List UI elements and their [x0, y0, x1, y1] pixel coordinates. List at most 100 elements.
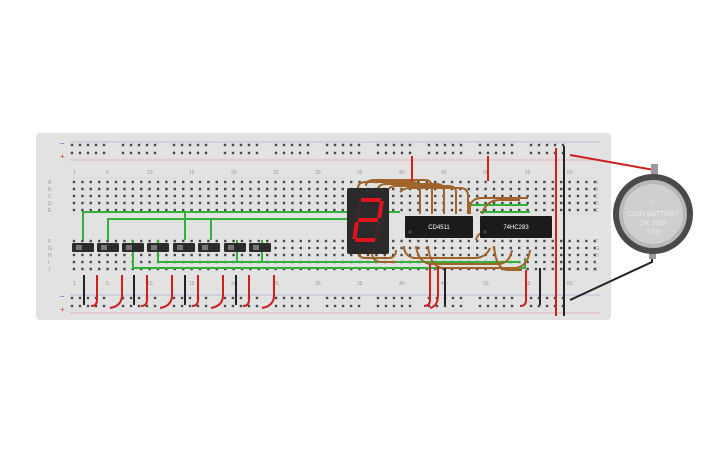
breadboard-hole[interactable]: [81, 180, 84, 184]
breadboard-hole[interactable]: [568, 194, 571, 198]
breadboard-hole[interactable]: [131, 208, 134, 212]
breadboard-hole[interactable]: [249, 194, 252, 198]
breadboard-hole[interactable]: [400, 194, 403, 198]
breadboard-hole[interactable]: [282, 201, 286, 205]
breadboard-hole[interactable]: [576, 260, 580, 264]
breadboard-hole[interactable]: [224, 187, 227, 191]
breadboard-hole[interactable]: [81, 187, 84, 191]
breadboard-hole[interactable]: [333, 304, 337, 308]
breadboard-hole[interactable]: [114, 194, 118, 198]
breadboard-hole[interactable]: [148, 253, 151, 257]
breadboard-hole[interactable]: [341, 208, 344, 212]
breadboard-hole[interactable]: [376, 304, 380, 308]
breadboard-hole[interactable]: [408, 239, 412, 243]
breadboard-hole[interactable]: [182, 208, 185, 212]
breadboard-hole[interactable]: [180, 151, 184, 155]
breadboard-hole[interactable]: [585, 239, 588, 243]
breadboard-hole[interactable]: [102, 304, 106, 308]
breadboard-hole[interactable]: [198, 253, 202, 257]
breadboard-hole[interactable]: [333, 208, 336, 212]
breadboard-hole[interactable]: [81, 267, 84, 271]
breadboard-hole[interactable]: [106, 267, 109, 271]
breadboard-hole[interactable]: [232, 180, 235, 184]
breadboard-hole[interactable]: [333, 201, 336, 205]
breadboard-hole[interactable]: [366, 253, 370, 257]
breadboard-hole[interactable]: [509, 194, 512, 198]
breadboard-hole[interactable]: [247, 304, 251, 308]
breadboard-hole[interactable]: [492, 180, 496, 184]
breadboard-hole[interactable]: [384, 151, 388, 155]
breadboard-hole[interactable]: [476, 208, 479, 212]
breadboard-hole[interactable]: [509, 201, 512, 205]
breadboard-hole[interactable]: [148, 260, 151, 264]
breadboard-hole[interactable]: [223, 296, 227, 300]
chip-74hc283[interactable]: 74HC283: [480, 216, 552, 238]
breadboard-hole[interactable]: [240, 253, 244, 257]
breadboard-hole[interactable]: [459, 304, 463, 308]
breadboard-hole[interactable]: [510, 143, 514, 147]
breadboard-hole[interactable]: [172, 143, 176, 147]
breadboard-hole[interactable]: [325, 151, 329, 155]
breadboard-hole[interactable]: [70, 304, 74, 308]
red-wire[interactable]: [210, 275, 224, 309]
breadboard-hole[interactable]: [282, 208, 286, 212]
breadboard-hole[interactable]: [568, 253, 571, 257]
breadboard-hole[interactable]: [240, 187, 244, 191]
breadboard-hole[interactable]: [291, 201, 294, 205]
breadboard-hole[interactable]: [425, 246, 428, 250]
breadboard-hole[interactable]: [534, 180, 538, 184]
red-wire[interactable]: [191, 275, 199, 307]
breadboard-hole[interactable]: [308, 239, 311, 243]
breadboard-hole[interactable]: [341, 296, 345, 300]
breadboard-hole[interactable]: [333, 151, 337, 155]
breadboard-hole[interactable]: [153, 304, 157, 308]
breadboard-hole[interactable]: [129, 143, 133, 147]
breadboard-hole[interactable]: [543, 208, 546, 212]
breadboard-hole[interactable]: [316, 180, 319, 184]
breadboard-hole[interactable]: [182, 239, 185, 243]
breadboard-hole[interactable]: [324, 187, 328, 191]
breadboard-hole[interactable]: [308, 208, 311, 212]
breadboard-hole[interactable]: [501, 253, 504, 257]
breadboard-hole[interactable]: [89, 194, 92, 198]
breadboard-hole[interactable]: [501, 187, 504, 191]
breadboard-hole[interactable]: [291, 180, 294, 184]
breadboard-hole[interactable]: [593, 208, 596, 212]
breadboard-hole[interactable]: [560, 246, 563, 250]
breadboard-hole[interactable]: [274, 239, 277, 243]
breadboard-hole[interactable]: [291, 253, 294, 257]
breadboard-hole[interactable]: [239, 296, 243, 300]
red-wire[interactable]: [569, 154, 655, 178]
breadboard-hole[interactable]: [560, 187, 563, 191]
breadboard-hole[interactable]: [545, 304, 549, 308]
breadboard-hole[interactable]: [86, 143, 90, 147]
breadboard-hole[interactable]: [551, 187, 554, 191]
breadboard-hole[interactable]: [537, 304, 541, 308]
breadboard-hole[interactable]: [324, 239, 328, 243]
slide-switches[interactable]: [72, 243, 271, 252]
breadboard-hole[interactable]: [509, 239, 512, 243]
breadboard-hole[interactable]: [140, 253, 143, 257]
breadboard-hole[interactable]: [215, 180, 218, 184]
breadboard-hole[interactable]: [502, 304, 506, 308]
breadboard-hole[interactable]: [316, 208, 319, 212]
breadboard-hole[interactable]: [467, 187, 470, 191]
breadboard-hole[interactable]: [392, 304, 396, 308]
breadboard-hole[interactable]: [417, 246, 420, 250]
breadboard-hole[interactable]: [299, 246, 302, 250]
breadboard-hole[interactable]: [239, 151, 243, 155]
breadboard-hole[interactable]: [467, 239, 470, 243]
red-wire[interactable]: [423, 264, 431, 307]
breadboard-hole[interactable]: [173, 239, 176, 243]
breadboard-hole[interactable]: [306, 296, 310, 300]
breadboard-hole[interactable]: [249, 208, 252, 212]
breadboard-hole[interactable]: [467, 180, 470, 184]
breadboard-hole[interactable]: [299, 201, 302, 205]
breadboard-hole[interactable]: [98, 180, 101, 184]
breadboard-hole[interactable]: [568, 180, 571, 184]
breadboard-hole[interactable]: [518, 180, 521, 184]
breadboard-hole[interactable]: [70, 143, 74, 147]
breadboard-hole[interactable]: [551, 267, 554, 271]
breadboard-hole[interactable]: [400, 239, 403, 243]
black-wire[interactable]: [569, 252, 653, 301]
